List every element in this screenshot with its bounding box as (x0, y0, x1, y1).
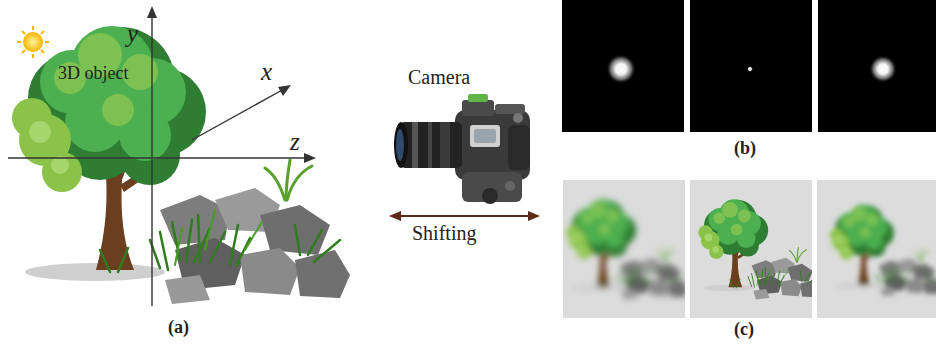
motion-label: Shifting (412, 222, 476, 244)
axis-label: y (127, 20, 138, 48)
camera-label: Camera (408, 66, 470, 88)
axis-label: x (261, 58, 272, 86)
panel-label: (b) (734, 139, 756, 159)
object-label: 3D object (58, 64, 128, 84)
blurred-images (563, 180, 936, 318)
sun-icon (17, 26, 49, 58)
camera-illustration (394, 94, 530, 204)
shifting-arrow (389, 211, 540, 221)
axes (8, 6, 316, 306)
psf-panels (562, 0, 936, 132)
panel-label: (a) (168, 318, 189, 338)
tree-illustration (12, 26, 350, 304)
panel-label: (c) (734, 320, 754, 340)
axis-label: z (290, 128, 300, 156)
